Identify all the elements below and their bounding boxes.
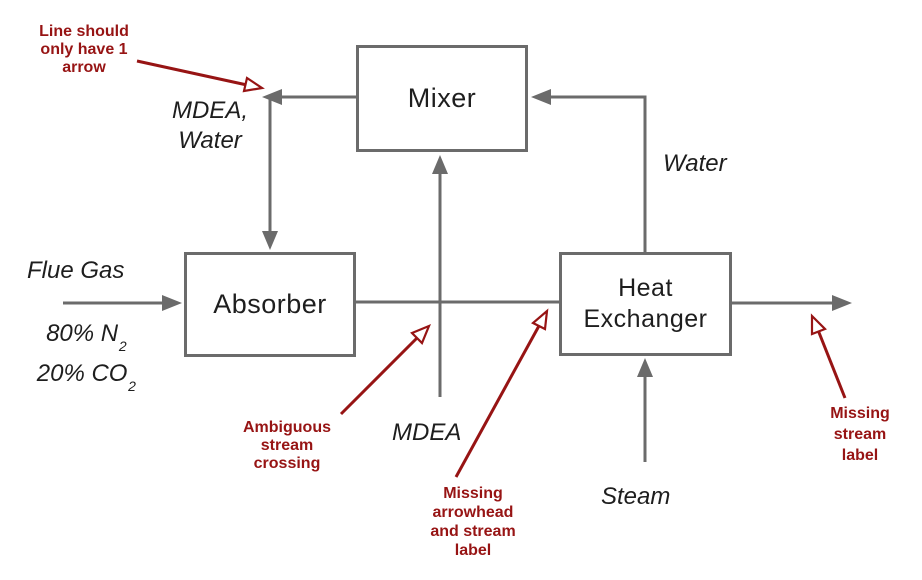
mdea-stream-label: MDEA [392, 419, 462, 446]
water-stream-label: Water [663, 150, 727, 177]
annotation-ambiguous-line1: Ambiguous [243, 419, 331, 436]
flue-gas-composition-label: 80% N2 20% CO2 [22, 318, 150, 398]
recycle-down-arrowhead-icon [262, 231, 278, 250]
annotation-missing-label-line1: Missing [830, 405, 890, 422]
mixer-box: Mixer [356, 45, 528, 152]
heat-exchanger-box-label: Heat Exchanger [583, 274, 708, 333]
annotation-two-arrows: Line should only have 1 arrow [24, 23, 144, 77]
steam-stream-label: Steam [601, 483, 671, 510]
absorber-box: Absorber [184, 252, 356, 357]
mdea-water-label-line2: Water [178, 127, 242, 154]
annotation-missing-label-line3: label [841, 447, 879, 464]
water-stream-line [549, 95, 647, 252]
water-arrowhead-icon [531, 89, 551, 105]
composition-line1: 80% N2 [22, 318, 150, 358]
flue-gas-stream-label: Flue Gas [27, 257, 125, 284]
annotation-missing-stream-label: Missing stream label [798, 403, 922, 466]
composition-line2-text: 20% CO [36, 359, 128, 387]
heat-exchanger-box: Heat Exchanger [559, 252, 732, 356]
flue-gas-arrowhead-icon [162, 295, 182, 311]
annotation-arrow-two-arrows [136, 59, 248, 87]
annotation-missing-arrowhead-line4: label [454, 542, 492, 559]
annotation-two-arrows-line1: Line should [39, 23, 129, 40]
mixer-to-absorber-recycle-line [268, 95, 356, 233]
annotation-arrow-ambiguous-crossing [339, 334, 421, 416]
annotation-ambiguous-line2: stream [260, 437, 314, 454]
mdea-arrowhead-icon [432, 155, 448, 174]
annotation-ambiguous-line3: crossing [253, 455, 321, 472]
composition-line2: 20% CO2 [22, 358, 150, 398]
annotation-open-arrowhead-ambiguous-crossing-icon [410, 323, 432, 345]
annotation-missing-label-line2: stream [833, 426, 887, 443]
annotation-open-arrowhead-two-arrows-icon [242, 76, 265, 93]
annotation-missing-arrowhead-line3: and stream [430, 523, 516, 540]
outlet-arrowhead-icon [832, 295, 852, 311]
annotation-missing-arrowhead-line1: Missing [443, 485, 503, 502]
annotation-arrow-missing-arrowhead [454, 323, 542, 478]
steam-arrowhead-icon [637, 358, 653, 377]
annotation-open-arrowhead-missing-stream-label-icon [810, 313, 827, 336]
composition-line1-text: 80% N [46, 320, 119, 347]
annotation-missing-arrowhead: Missing arrowhead and stream label [413, 484, 533, 560]
composition-line1-subscript: 2 [118, 337, 127, 354]
annotation-open-arrowhead-missing-arrowhead-icon [531, 308, 549, 331]
annotation-two-arrows-line2: only have 1 [40, 41, 128, 58]
mdea-water-label-line1: MDEA, [171, 97, 248, 124]
absorber-box-label: Absorber [213, 289, 327, 319]
recycle-extra-left-arrowhead-icon [262, 89, 282, 105]
mixer-box-label: Mixer [407, 83, 477, 113]
mdea-water-stream-label: MDEA, Water [152, 96, 268, 156]
annotation-two-arrows-line3: arrow [62, 59, 106, 76]
composition-line2-subscript: 2 [128, 377, 136, 394]
annotation-missing-arrowhead-line2: arrowhead [432, 504, 514, 521]
annotation-ambiguous-crossing: Ambiguous stream crossing [227, 419, 347, 473]
annotation-arrow-missing-stream-label [816, 329, 847, 399]
